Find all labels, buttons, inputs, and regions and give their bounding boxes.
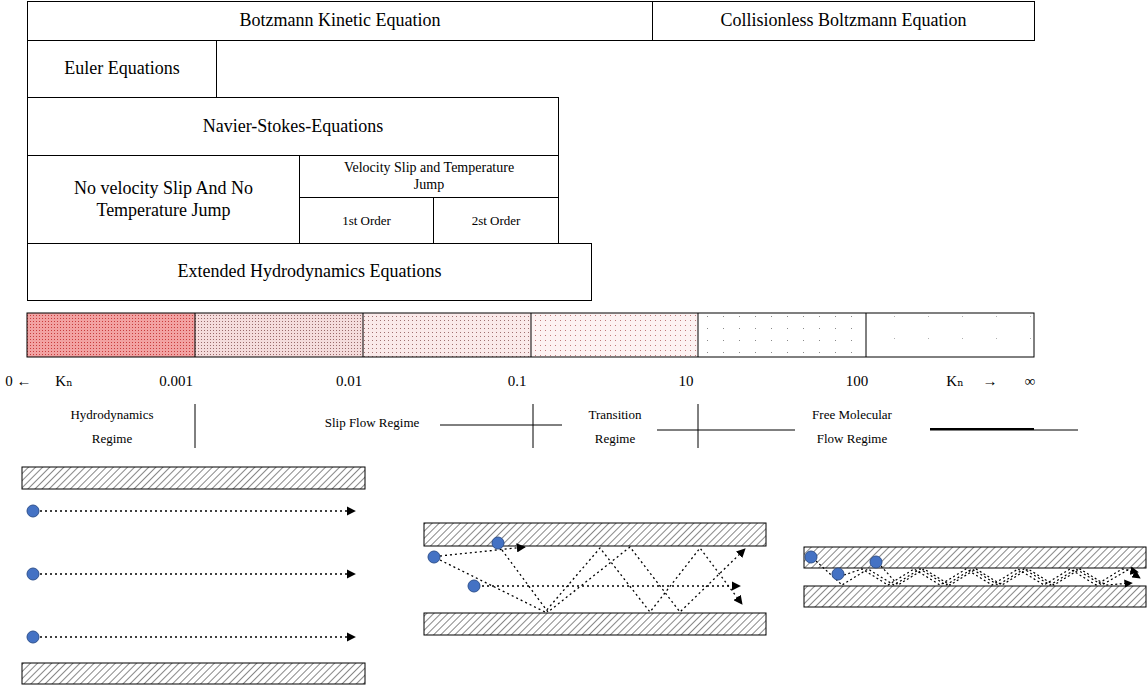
regime-label: Free Molecular Flow Regime <box>800 403 904 451</box>
bar-segment <box>195 313 363 357</box>
box-label: 2st Order <box>472 213 521 229</box>
box-label: Botzmann Kinetic Equation <box>240 10 441 32</box>
equation-box: Extended Hydrodynamics Equations <box>27 243 592 301</box>
molecule-dot <box>27 568 39 580</box>
axis-value: 0 <box>5 372 13 390</box>
channel-transition <box>424 523 766 635</box>
equation-box: Botzmann Kinetic Equation <box>27 1 653 41</box>
molecule-dot <box>428 551 440 563</box>
molecule-path <box>40 573 355 574</box>
axis-arrow: → <box>983 372 998 390</box>
box-label: Navier-Stokes-Equations <box>203 116 384 138</box>
axis-arrow: ← <box>17 372 32 390</box>
molecule-path <box>40 510 355 511</box>
channel-wall <box>804 547 1146 568</box>
equation-box: 1st Order <box>299 197 434 244</box>
axis-value: 0.01 <box>336 372 362 390</box>
molecule-path <box>440 548 742 612</box>
axis-value: 100 <box>846 372 869 390</box>
regime-rule <box>930 430 1078 431</box>
molecule-dot <box>27 631 39 643</box>
bar-segment <box>531 313 698 357</box>
equation-box: Collisionless Boltzmann Equation <box>652 1 1035 41</box>
box-label: Velocity Slip and Temperature Jump <box>334 160 524 194</box>
molecule-path <box>881 566 1132 585</box>
regime-rule <box>930 428 1034 430</box>
bar-segment <box>866 313 1034 357</box>
bar-divider <box>531 313 532 357</box>
molecule-path <box>844 569 1138 585</box>
bar-divider <box>698 313 699 357</box>
equation-box: Euler Equations <box>27 40 217 98</box>
box-label: No velocity Slip And No Temperature Jump <box>39 178 289 221</box>
channel-wall <box>22 467 365 489</box>
regime-label: Transition Regime <box>579 403 651 451</box>
bar-outline <box>27 313 1034 357</box>
molecule-dot <box>492 537 504 549</box>
axis-symbol: Kₙ <box>55 372 72 390</box>
axis-symbol: Kₙ <box>946 372 963 390</box>
regime-divider <box>195 404 196 448</box>
bar-divider <box>195 313 196 357</box>
bar-divider <box>866 313 867 357</box>
bar-segment <box>698 313 866 357</box>
regime-rule <box>657 430 795 431</box>
molecule-path <box>440 547 525 556</box>
box-label: Collisionless Boltzmann Equation <box>721 10 967 32</box>
equation-box: Navier-Stokes-Equations <box>27 97 559 156</box>
axis-value: 0.001 <box>159 372 193 390</box>
knudsen-bar <box>27 313 1034 357</box>
molecule-dot <box>870 556 882 568</box>
molecule-dot <box>27 505 39 517</box>
channel-wall <box>424 523 766 546</box>
molecule-path <box>816 561 1140 585</box>
channel-wall <box>424 613 766 635</box>
bar-segment <box>27 313 195 357</box>
channel-continuum <box>22 467 365 684</box>
regime-divider <box>533 404 534 448</box>
channel-free-molecular <box>804 547 1146 607</box>
axis-value: 0.1 <box>508 372 527 390</box>
molecule-path <box>502 547 745 612</box>
molecule-path <box>40 636 355 637</box>
regime-divider <box>698 404 699 448</box>
equation-box: No velocity Slip And No Temperature Jump <box>27 155 300 244</box>
bar-segment <box>363 313 531 357</box>
molecule-dot <box>468 580 480 592</box>
regime-label: Hydrodynamics Regime <box>62 403 162 451</box>
channel-wall <box>22 663 365 684</box>
channel-wall <box>804 586 1146 607</box>
molecule-path <box>482 585 740 586</box>
axis-value: ∞ <box>1025 372 1036 390</box>
box-label: Extended Hydrodynamics Equations <box>178 261 442 283</box>
axis-value: 10 <box>679 372 694 390</box>
bar-divider <box>363 313 364 357</box>
box-label: Euler Equations <box>64 58 179 80</box>
molecule-dot <box>805 551 817 563</box>
regime-label: Slip Flow Regime <box>325 415 420 431</box>
box-label: 1st Order <box>342 213 391 229</box>
regime-rule <box>440 425 562 426</box>
molecule-dot <box>832 568 844 580</box>
equation-box: 2st Order <box>433 197 559 244</box>
equation-box: Velocity Slip and Temperature Jump <box>299 155 559 198</box>
